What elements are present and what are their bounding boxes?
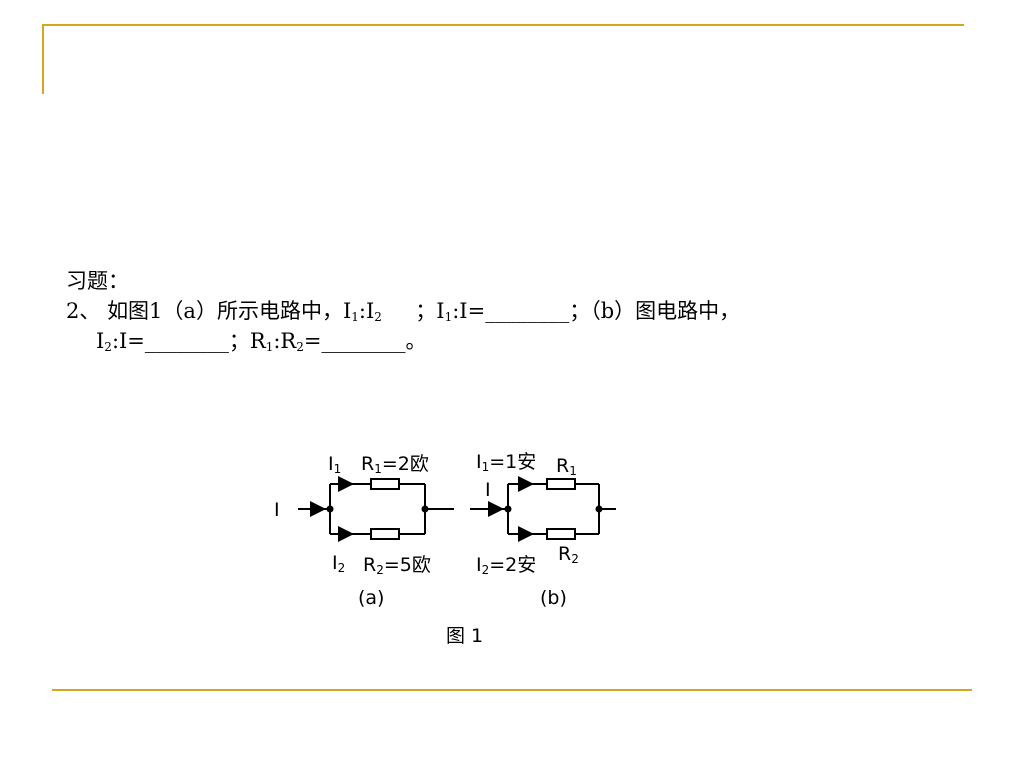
node-b-left — [504, 505, 512, 513]
exercise-text: 习题： 2、 如图1（a）所示电路中，I1:I2 ；I1:I=________；… — [66, 266, 966, 356]
resistor-b-r2 — [546, 528, 576, 540]
label-a-i2: I2 — [332, 552, 345, 575]
label-a-r2: R2=5欧 — [363, 554, 431, 577]
exercise-heading: 习题： — [66, 269, 129, 293]
node-a-left — [326, 505, 334, 513]
label-b-r1: R1 — [556, 455, 577, 478]
label-a-total-current: I — [274, 499, 280, 521]
label-b-total-current: I — [485, 479, 491, 501]
question-number: 2、 — [66, 299, 101, 323]
label-b-caption: (b) — [540, 587, 567, 609]
left-accent-rule — [42, 24, 44, 94]
bottom-accent-rule — [52, 689, 972, 691]
resistor-a-r1 — [370, 478, 400, 490]
label-b-r2: R2 — [558, 543, 579, 566]
top-accent-rule — [42, 24, 964, 26]
label-a-i1: I1 — [328, 453, 341, 476]
node-a-right — [421, 505, 429, 513]
label-a-caption: (a) — [358, 587, 384, 609]
node-b-right — [595, 505, 603, 513]
resistor-a-r2 — [370, 528, 400, 540]
question-line-1: 2、 如图1（a）所示电路中，I1:I2 ；I1:I=________；（b）图… — [66, 299, 741, 324]
label-a-r1: R1=2欧 — [361, 453, 429, 476]
circuit-diagram: I I1 R1=2欧 I2 R2=5欧 (a) I I1=1安 R1 I2=2安… — [274, 451, 616, 647]
figure-caption: 图 1 — [446, 625, 483, 647]
label-b-i1: I1=1安 — [476, 451, 536, 474]
circuit-figure: I I1 R1=2欧 I2 R2=5欧 (a) I I1=1安 R1 I2=2安… — [270, 432, 620, 660]
label-b-i2: I2=2安 — [476, 554, 536, 577]
resistor-b-r1 — [546, 478, 576, 490]
question-line-2: I2:I=________；R1:R2=________。 — [96, 329, 427, 354]
